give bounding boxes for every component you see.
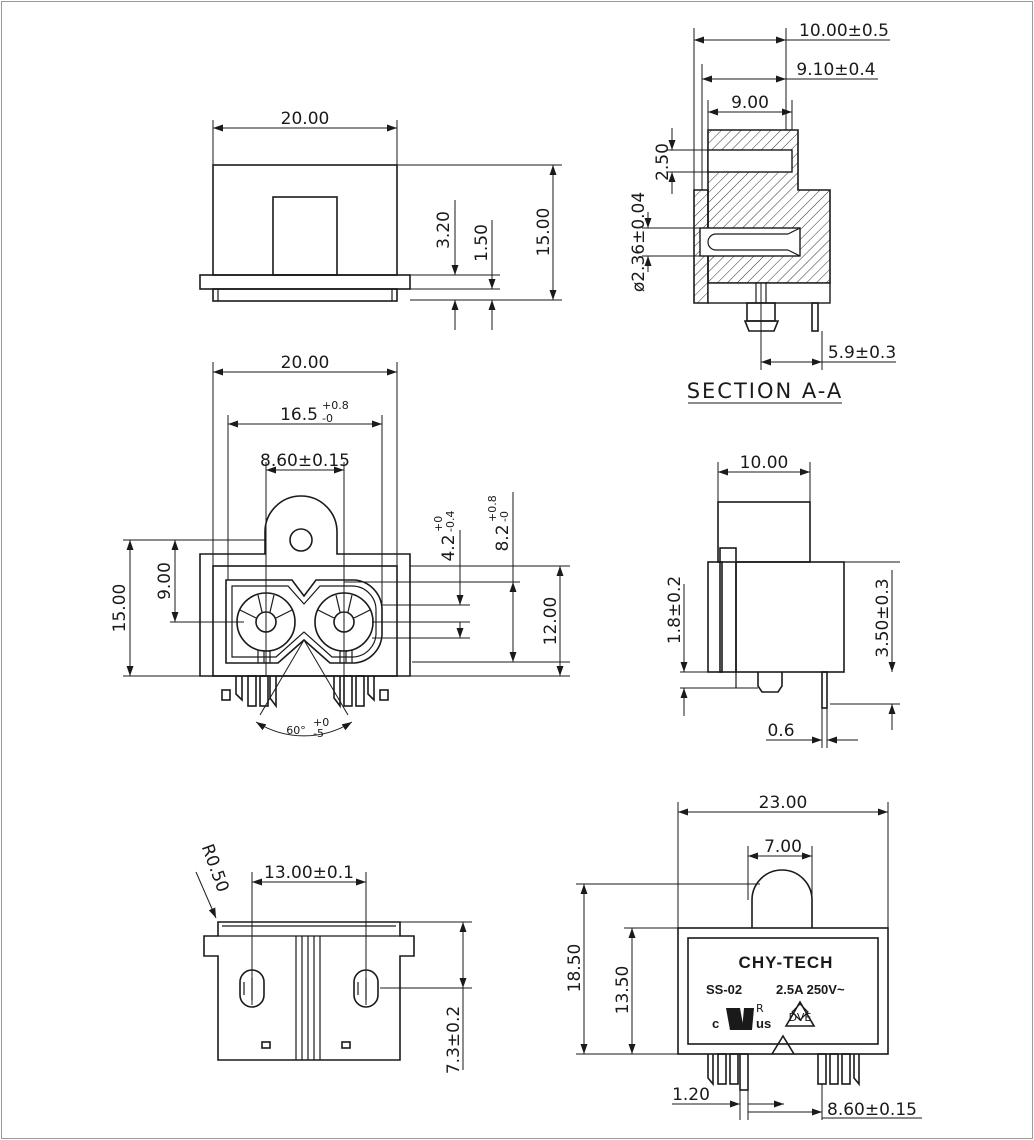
dim-label-2300: 23.00: [759, 793, 808, 813]
dim-front-860: 8.60±0.15: [260, 451, 350, 471]
dim-front-1500: 15.00: [110, 584, 130, 633]
dim-front-165: 16.5: [280, 405, 318, 425]
bottom-view: [195, 871, 472, 1070]
top-view: [199, 120, 562, 330]
label-vde-mark: DVE: [789, 1011, 812, 1024]
dim-front-82-tol-up: +0.8: [486, 495, 499, 522]
dim-side-350: 3.50±0.3: [873, 578, 893, 657]
dim-top-height: 15.00: [534, 208, 554, 257]
dim-side-18: 1.8±0.2: [665, 576, 685, 644]
dim-sec-250: 2.50: [653, 143, 673, 181]
dim-label-120: 1.20: [672, 1085, 710, 1105]
dim-front-angle-tol-dn: -5: [313, 727, 324, 740]
dim-front-82-tol-dn: -0: [498, 511, 511, 522]
label-us-mark: us: [756, 1016, 771, 1031]
dim-bot-1300: 13.00±0.1: [264, 863, 354, 883]
label-c-mark: c: [712, 1016, 719, 1031]
side-view: [680, 462, 900, 748]
front-view: [123, 362, 570, 737]
section-view: [642, 28, 896, 404]
dim-front-165-tol-up: +0.8: [322, 399, 349, 412]
dim-sec-910: 9.10±0.4: [796, 60, 875, 80]
dim-label-1350: 13.50: [613, 966, 633, 1015]
dim-front-82: 8.2: [493, 524, 513, 551]
dim-sec-1000: 10.00±0.5: [799, 21, 889, 41]
label-brand: CHY-TECH: [739, 953, 834, 972]
dim-front-42-tol-up: +0: [432, 516, 445, 532]
dim-front-165-tol-dn: -0: [322, 412, 333, 425]
label-rating: 2.5A 250V~: [776, 982, 845, 997]
dim-front-angle: 60°: [286, 724, 306, 737]
dim-sec-59: 5.9±0.3: [828, 343, 896, 363]
dim-top-150: 1.50: [472, 224, 492, 262]
dim-sec-900: 9.00: [731, 93, 769, 113]
dim-top-width: 20.00: [281, 109, 330, 129]
dim-bot-73: 7.3±0.2: [444, 1006, 464, 1074]
dim-label-700: 7.00: [764, 837, 802, 857]
dim-sec-pin: ø2.36±0.04: [629, 192, 649, 292]
dim-front-angle-tol-up: +0: [313, 716, 329, 729]
dim-front-width: 20.00: [281, 353, 330, 373]
dim-side-1000: 10.00: [740, 453, 789, 473]
dim-side-06: 0.6: [767, 721, 794, 741]
dim-label-1850: 18.50: [565, 944, 585, 993]
dim-top-320: 3.20: [434, 211, 454, 249]
dim-front-900: 9.00: [155, 562, 175, 600]
section-title: SECTION A-A: [687, 379, 844, 403]
label-model: SS-02: [706, 982, 742, 997]
dim-front-1200: 12.00: [541, 597, 561, 646]
dim-front-42-tol-dn: -0.4: [444, 511, 457, 532]
label-view: [576, 802, 922, 1120]
dim-label-860: 8.60±0.15: [827, 1100, 917, 1120]
label-ul-registered-icon: R: [756, 1002, 764, 1015]
dim-front-42: 4.2: [439, 534, 459, 561]
